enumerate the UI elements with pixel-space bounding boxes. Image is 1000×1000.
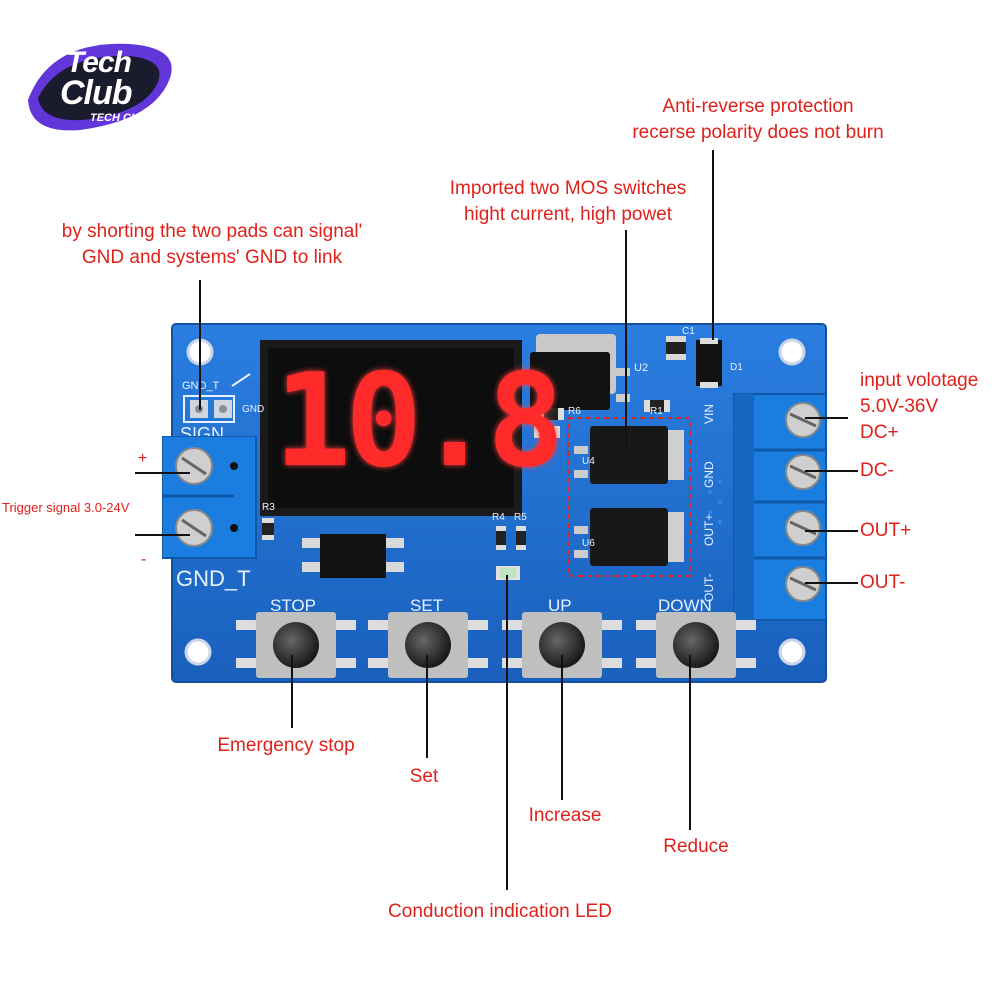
silk-c1: C1 [682,326,695,337]
annotation-out-plus: OUT+ [860,520,912,541]
silk-out-plus: OUT+ [702,513,716,546]
silk-r3: R3 [262,502,275,513]
seven-segment-display: 10.8 [274,347,564,496]
annotation-dc-plus: DC+ [860,422,899,443]
silk-down: DOWN [658,596,712,615]
annotation-input-voltage-1: input volotage [860,370,979,391]
annotation-shorting-2: GND and systems' GND to link [81,247,343,268]
tech-club-logo: Tech Club TECH CLUB [20,30,190,140]
down-button[interactable] [656,612,736,678]
silk-r6: R6 [568,406,581,417]
silk-gnd: GND [702,461,716,488]
silk-vin: VIN [702,403,716,424]
set-button[interactable] [388,612,468,678]
annotation-anti-reverse-2: recerse polarity does not burn [632,122,884,143]
silk-r5: R5 [514,512,527,523]
trigger-terminal-graphic [162,436,257,559]
up-button[interactable] [522,612,602,678]
annotation-shorting-1: by shorting the two pads can signal' [61,221,363,242]
annotation-input-voltage-2: 5.0V-36V [860,396,939,417]
annotation-led: Conduction indication LED [388,901,612,922]
annotation-emergency-stop: Emergency stop [217,735,355,756]
silk-stop: STOP [270,596,316,615]
trigger-terminal-block [162,436,258,560]
annotation-out-minus: OUT- [860,572,906,593]
stop-button[interactable] [256,612,336,678]
logo-text-mid: Club [60,74,133,112]
logo-text-small: TECH CLUB [90,112,154,124]
logo-text-top: Tech [66,46,132,79]
silk-gnd-t-bottom: GND_T [176,566,251,591]
silk-u6: U6 [582,538,595,549]
silk-gnd-side: GND [242,404,265,415]
annotation-anti-reverse-1: Anti-reverse protection [662,96,854,117]
annotation-mos-1: Imported two MOS switches [449,178,687,199]
annotation-plus: + [138,450,148,467]
pcb-board: 10.8 GND_T GND SIGN GND_T R3 U2 C1 D1 R6… [170,322,828,684]
silk-gnd-t-top: GND_T [182,380,220,392]
annotation-dc-minus: DC- [860,460,894,481]
annotation-reduce: Reduce [663,836,729,857]
annotation-trigger: Trigger signal 3.0-24V [2,500,130,515]
pcb-graphic [171,323,827,683]
annotation-mos-2: hight current, high powet [463,204,673,225]
annotation-minus: - [141,551,147,568]
annotation-set: Set [409,766,439,787]
logo-graphic [28,43,172,131]
silk-r1: R1 [650,406,663,417]
silk-u2: U2 [634,362,649,374]
silk-d1: D1 [730,362,743,373]
silk-u4: U4 [582,456,595,467]
silk-r4: R4 [492,512,505,523]
annotation-increase: Increase [528,805,602,826]
silk-set: SET [410,596,444,615]
silk-up: UP [548,596,572,615]
